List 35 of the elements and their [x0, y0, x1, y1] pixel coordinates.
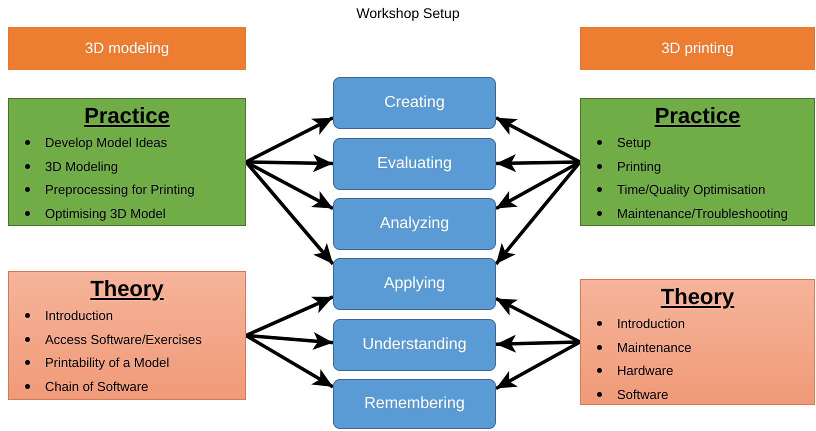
section-header-bar: 3D printing — [580, 27, 815, 70]
diagram-title: Workshop Setup — [356, 5, 460, 21]
bullet-item: Chain of Software — [45, 378, 148, 394]
practice-card — [8, 98, 246, 226]
bullet-item: Introduction — [45, 308, 113, 323]
section-header-bar: 3D modeling — [8, 27, 246, 70]
process-box: Applying — [333, 258, 496, 310]
bullet-item: Access Software/Exercises — [45, 332, 202, 346]
bullet-item: Maintenance — [617, 340, 692, 354]
process-box: Evaluating — [333, 138, 496, 190]
bullet-item: 3D Modeling — [45, 158, 118, 174]
process-box: Analyzing — [333, 198, 496, 250]
bullet-item: Printing — [617, 158, 662, 174]
process-box: Understanding — [333, 319, 496, 371]
process-box: Remembering — [333, 379, 496, 429]
bullet-item: Optimising 3D Model — [45, 206, 166, 220]
card-heading: Theory — [90, 276, 164, 302]
bullet-item: Printability of a Model — [45, 355, 170, 370]
process-box: Creating — [333, 77, 496, 129]
bullet-item: Develop Model Ideas — [45, 135, 168, 150]
arrow — [245, 334, 334, 388]
card-heading: Practice — [654, 103, 740, 129]
card-heading: Practice — [84, 103, 170, 129]
practice-card — [580, 98, 815, 226]
bullet-item: Preprocessing for Printing — [45, 182, 195, 197]
bullet-item: Introduction — [617, 316, 685, 331]
card-heading: Theory — [660, 284, 734, 310]
bullet-item: Time/Quality Optimisation — [617, 182, 766, 197]
bullet-item: Setup — [617, 135, 651, 150]
bullet-item: Software — [617, 386, 668, 402]
bullet-item: Maintenance/Troubleshooting — [617, 206, 788, 220]
topic-card — [8, 271, 246, 400]
bullet-item: Hardware — [617, 363, 674, 378]
arrow — [245, 295, 334, 338]
topic-card — [580, 279, 815, 405]
